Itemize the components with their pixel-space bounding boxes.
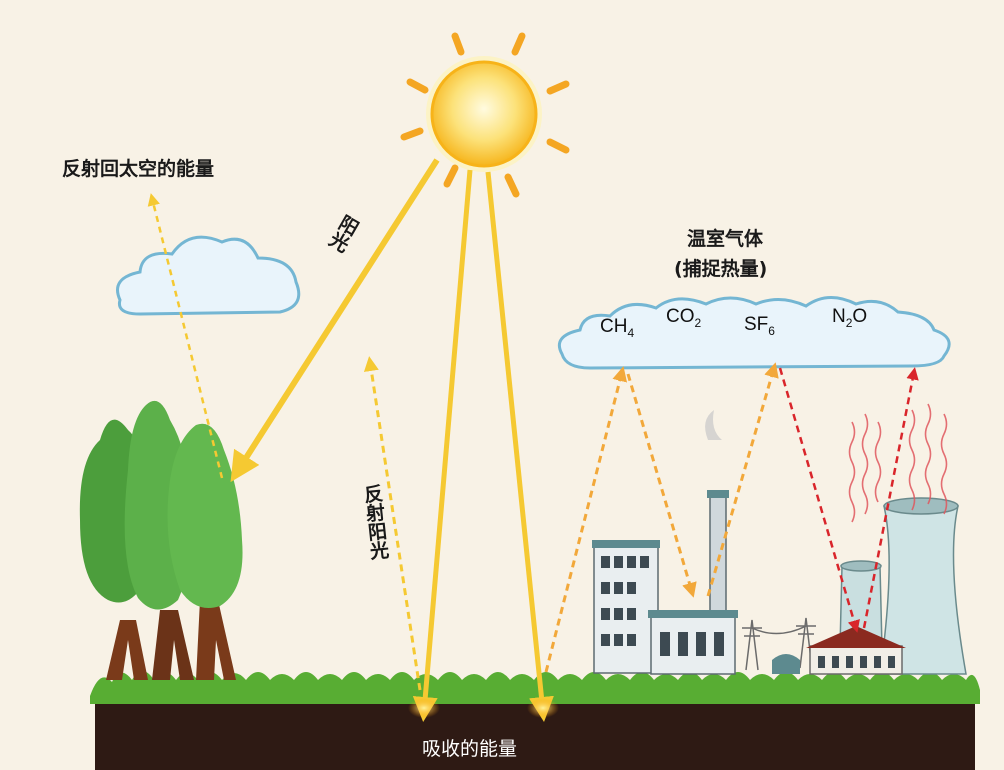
sun-icon xyxy=(400,32,570,198)
factory-icon xyxy=(592,410,738,675)
reflected-to-space-arrow xyxy=(147,193,224,479)
reflected-sunlight-arrow xyxy=(363,356,422,691)
cloud-icon xyxy=(116,235,301,316)
sunlight-arrow-to-ground-left xyxy=(412,169,473,722)
gas-ch4: CH4 xyxy=(600,316,635,340)
gas-co2: CO2 xyxy=(666,306,702,330)
heat-waves xyxy=(848,403,948,523)
ir-arrow-factory-to-cloud xyxy=(706,362,779,597)
sunlight-arrow-to-trees xyxy=(230,158,440,483)
gas-n2o: N2O xyxy=(832,306,868,330)
absorbed-energy-label: 吸收的能量 xyxy=(422,738,518,760)
grass xyxy=(90,671,980,704)
gas-sf6: SF6 xyxy=(744,314,775,338)
heat-arrow-cloud-down xyxy=(778,367,860,633)
reflected-to-space-label: 反射回太空的能量 xyxy=(62,158,215,180)
heat-arrow-up xyxy=(862,367,919,629)
greenhouse-gas-subtitle: (捕捉热量) xyxy=(674,258,768,280)
ir-arrow-ground-to-cloud xyxy=(544,366,628,673)
sunlight-arrow-to-ground-right xyxy=(485,171,554,722)
cooling-tower-icon xyxy=(772,497,967,675)
tree-icon xyxy=(79,400,243,680)
ir-arrow-cloud-to-factory xyxy=(626,373,697,598)
absorption-glow-right xyxy=(527,698,559,718)
absorption-glow-left xyxy=(408,698,440,718)
greenhouse-gas-title: 温室气体 xyxy=(687,228,764,250)
greenhouse-cloud xyxy=(557,296,951,370)
